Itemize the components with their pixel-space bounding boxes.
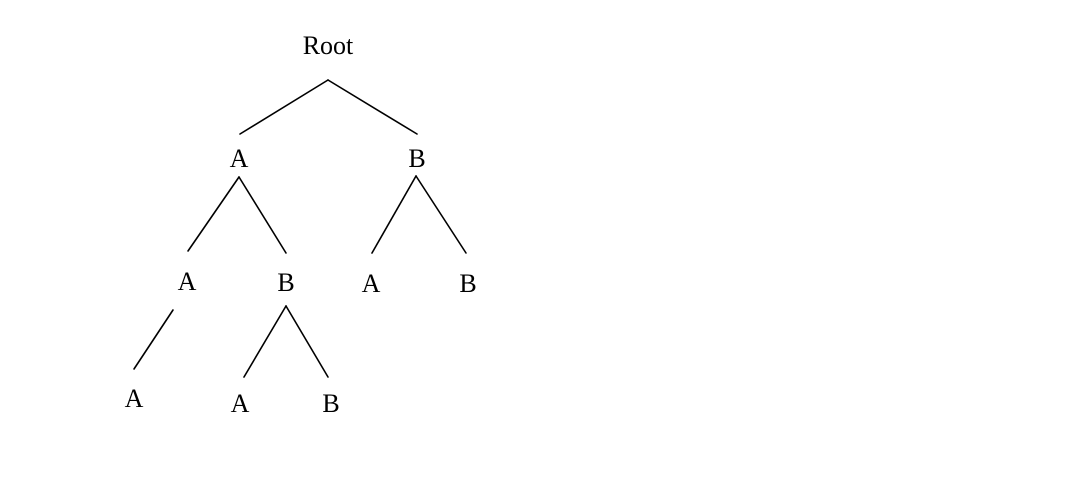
node-abb: B [322,389,339,418]
edge-a-aa [187,176,240,252]
node-aba: A [231,389,250,418]
edge-b-bb [415,175,467,254]
node-root: Root [303,31,354,60]
edge-ab-aba [243,305,287,378]
node-ab: B [277,268,294,297]
node-aa: A [178,267,197,296]
node-ba: A [362,269,381,298]
edge-aa-aaa [133,309,174,370]
node-aaa: A [125,384,144,413]
node-b: B [408,144,425,173]
edge-root-a [239,79,329,135]
node-bb: B [459,269,476,298]
edge-root-b [327,79,418,135]
edge-b-ba [371,175,417,254]
edge-a-ab [238,176,287,254]
node-a: A [230,144,249,173]
edge-ab-abb [285,305,329,378]
